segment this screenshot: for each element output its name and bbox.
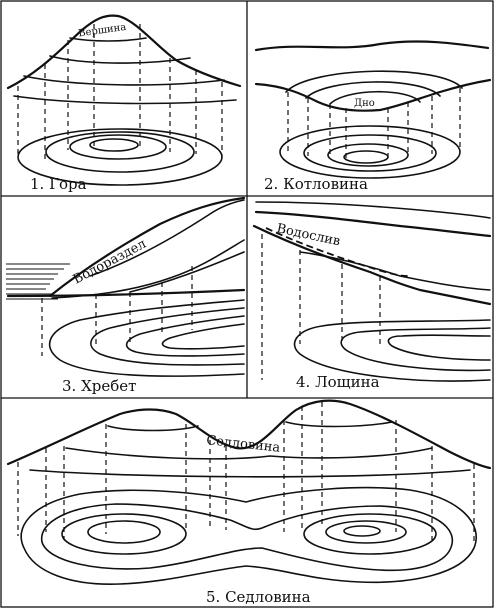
ridge-caption: 3. Хребет bbox=[62, 377, 136, 395]
hollow-caption: 4. Лощина bbox=[296, 373, 380, 391]
saddle-plan-left-inner-1 bbox=[61, 513, 187, 555]
hill-plan-ring-3 bbox=[69, 134, 167, 160]
ridge-watershed-label: Водораздел bbox=[71, 237, 149, 288]
hollow-projection-lines bbox=[261, 234, 381, 380]
ridge-crest bbox=[48, 196, 246, 298]
hill-projection-lines bbox=[17, 24, 223, 162]
hill-contour-3 bbox=[13, 95, 237, 105]
ridge-plan-contour-1 bbox=[48, 299, 245, 377]
saddle-profile bbox=[6, 399, 492, 470]
saddle-level-3 bbox=[29, 469, 471, 478]
saddle-level-2 bbox=[65, 447, 433, 460]
saddle-plan-right-inner-2 bbox=[325, 520, 407, 544]
ridge-plan-contour-2 bbox=[90, 307, 245, 366]
saddle-plan-right-inner-3 bbox=[343, 525, 381, 537]
panel-ridge: Водораздел 3. Хребет bbox=[6, 196, 246, 395]
basin-projection-lines bbox=[287, 88, 461, 158]
saddle-caption: 5. Седловина bbox=[206, 588, 311, 606]
hill-caption: 1. Гора bbox=[30, 175, 87, 193]
saddle-label: Седловина bbox=[206, 433, 282, 456]
hill-profile bbox=[6, 14, 242, 90]
ridge-slope-3 bbox=[129, 251, 245, 293]
saddle-level-1b bbox=[285, 421, 393, 428]
saddle-projection-lines bbox=[17, 402, 475, 544]
basin-plan-ring-3 bbox=[327, 143, 409, 167]
ridge-plan-contour-4 bbox=[161, 323, 245, 350]
panel-saddle: Седловина 5. Седловина bbox=[6, 399, 492, 606]
saddle-plan-right-inner-1 bbox=[303, 513, 437, 555]
hollow-slope-1 bbox=[299, 251, 491, 291]
basin-caption: 2. Котловина bbox=[264, 175, 368, 193]
basin-level-3 bbox=[329, 90, 421, 105]
basin-profile bbox=[254, 78, 492, 112]
basin-level-2 bbox=[305, 81, 441, 99]
ridge-plan-contour-3 bbox=[125, 315, 245, 357]
panel-basin: Дно 2. Котловина bbox=[254, 40, 492, 193]
hill-contour-1 bbox=[49, 55, 191, 64]
basin-plan-ring-4 bbox=[343, 150, 389, 164]
basin-rim-top bbox=[254, 40, 490, 52]
basin-level-1 bbox=[285, 70, 463, 93]
hill-plan-ring-4 bbox=[89, 138, 139, 152]
hill-plan-ring-2 bbox=[45, 131, 195, 173]
saddle-plan-mid bbox=[40, 503, 454, 572]
panel-hollow: Водослив 4. Лощина bbox=[252, 201, 492, 391]
hollow-upper-edge bbox=[254, 210, 492, 238]
hollow-profile bbox=[252, 224, 492, 306]
hollow-upper-contour bbox=[255, 201, 491, 219]
hill-contour-top bbox=[69, 37, 147, 42]
ridge-base-line bbox=[6, 288, 246, 298]
panel-hill: Вершина 1. Гора bbox=[6, 14, 242, 193]
hollow-plan-contour-1 bbox=[293, 319, 491, 382]
hill-contour-2 bbox=[23, 75, 225, 86]
saddle-level-1 bbox=[107, 425, 199, 432]
saddle-plan-left-inner-2 bbox=[87, 520, 161, 544]
basin-bottom-label: Дно bbox=[354, 98, 375, 109]
hollow-plan-contour-2 bbox=[340, 327, 491, 372]
hollow-plan-contour-3 bbox=[387, 334, 491, 361]
hill-summit-label: Вершина bbox=[78, 22, 127, 40]
ridge-projection-lines bbox=[41, 266, 193, 356]
basin-plan-ring-2 bbox=[303, 134, 437, 172]
saddle-plan-outer bbox=[20, 486, 477, 585]
ridge-water-hatching bbox=[6, 263, 70, 300]
ridge-slope-2 bbox=[89, 199, 245, 277]
